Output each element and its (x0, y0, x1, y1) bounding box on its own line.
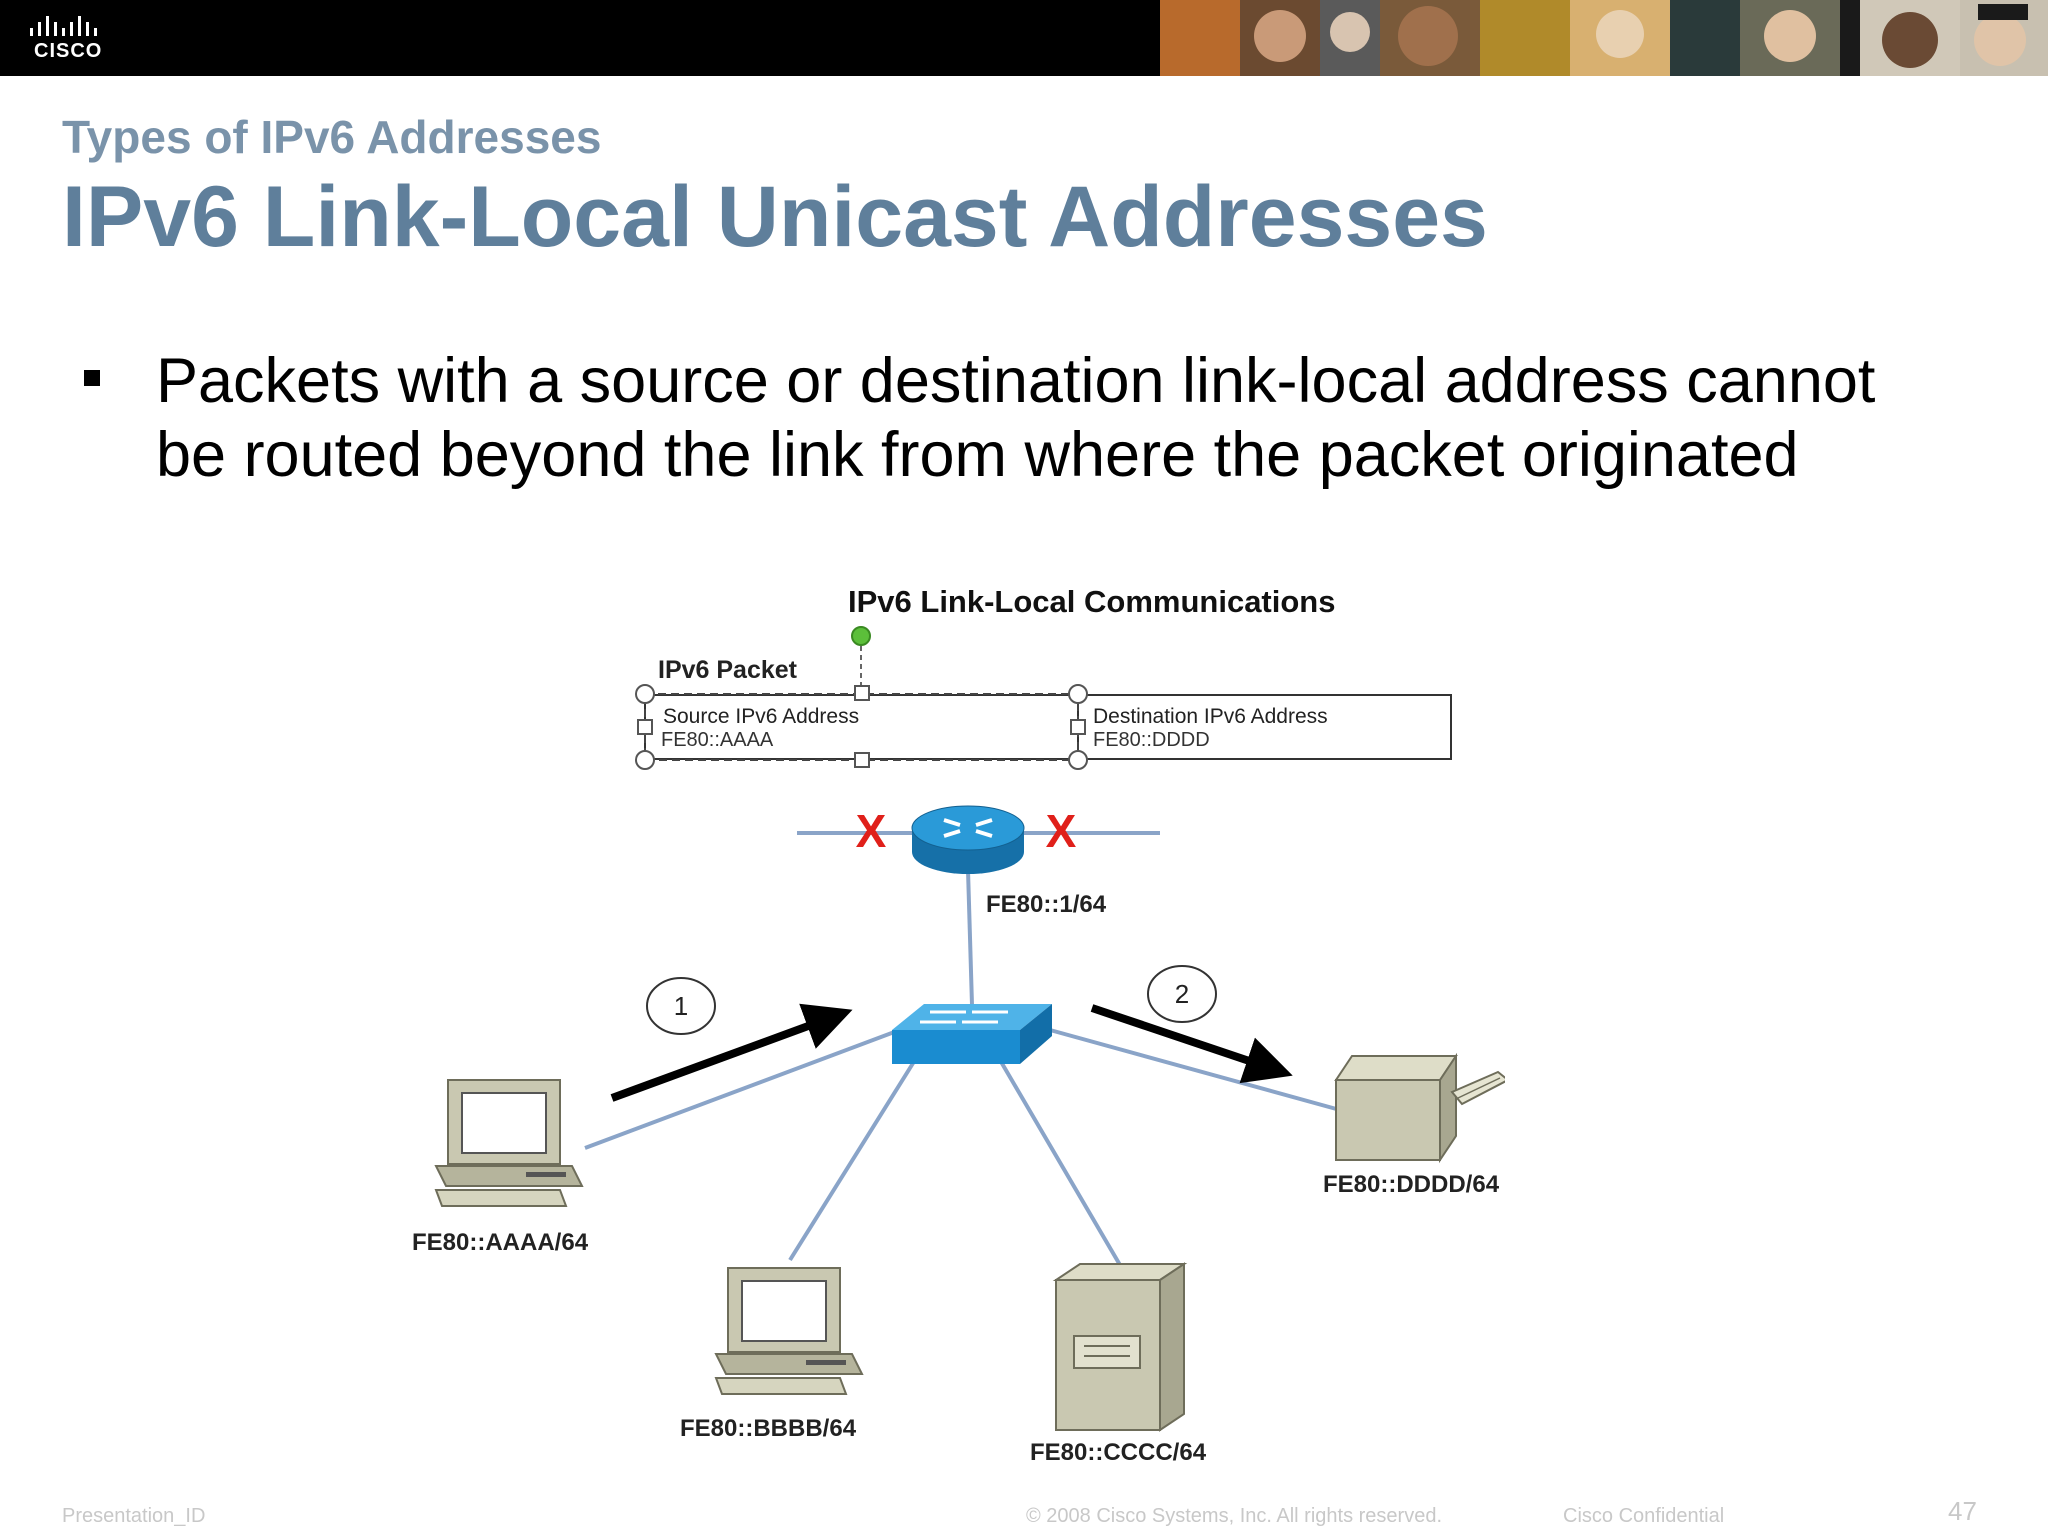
cisco-logo-text: CISCO (34, 40, 103, 62)
server-c-icon (1052, 1262, 1188, 1432)
source-address-value: FE80::AAAA (661, 729, 774, 751)
destination-address-value: FE80::DDDD (1093, 729, 1210, 751)
blocked-right-icon: X (1046, 805, 1077, 857)
link-local-diagram: IPv6 Link-Local Communications IPv6 Pack… (412, 584, 1505, 1466)
switch-icon (892, 1004, 1052, 1064)
top-banner: CISCO (0, 0, 2048, 76)
arrow-step-1 (610, 1003, 853, 1102)
footer-presentation-id: Presentation_ID (62, 1505, 206, 1527)
packet-header-box (644, 694, 1452, 760)
destination-address-label: Destination IPv6 Address (1093, 705, 1328, 728)
footer-confidential: Cisco Confidential (1563, 1505, 1725, 1527)
step-1-badge (646, 977, 716, 1035)
rotation-handle-icon (851, 626, 871, 646)
pc-b-icon (714, 1267, 864, 1395)
slide-title: IPv6 Link-Local Unicast Addresses (62, 169, 1488, 265)
bullet-square-icon (84, 370, 100, 386)
host-b-address: FE80::BBBB/64 (680, 1415, 857, 1442)
slide-subtitle: Types of IPv6 Addresses (62, 111, 602, 163)
page-number: 47 (1948, 1496, 1977, 1526)
diagram-title: IPv6 Link-Local Communications (848, 584, 1335, 619)
bullet-text: Packets with a source or destination lin… (156, 346, 1876, 490)
step-2-label: 2 (1175, 979, 1189, 1009)
step-1-label: 1 (674, 991, 688, 1021)
pc-a-icon (434, 1079, 584, 1207)
router-address: FE80::1/64 (986, 891, 1107, 918)
host-d-address: FE80::DDDD/64 (1323, 1171, 1500, 1198)
blocked-left-icon: X (856, 805, 887, 857)
packet-label: IPv6 Packet (658, 656, 798, 684)
host-c-address: FE80::CCCC/64 (1030, 1439, 1207, 1466)
selection-handles (635, 684, 1088, 770)
step-2-badge (1147, 965, 1217, 1023)
banner-photos (1160, 0, 2048, 76)
router-icon (911, 805, 1025, 874)
footer-copyright: © 2008 Cisco Systems, Inc. All rights re… (1026, 1505, 1443, 1527)
printer-d-icon (1334, 1052, 1505, 1164)
source-address-label: Source IPv6 Address (663, 705, 859, 728)
host-a-address: FE80::AAAA/64 (412, 1229, 589, 1256)
arrow-step-2 (1090, 1004, 1293, 1084)
cisco-bars-icon (30, 16, 97, 36)
